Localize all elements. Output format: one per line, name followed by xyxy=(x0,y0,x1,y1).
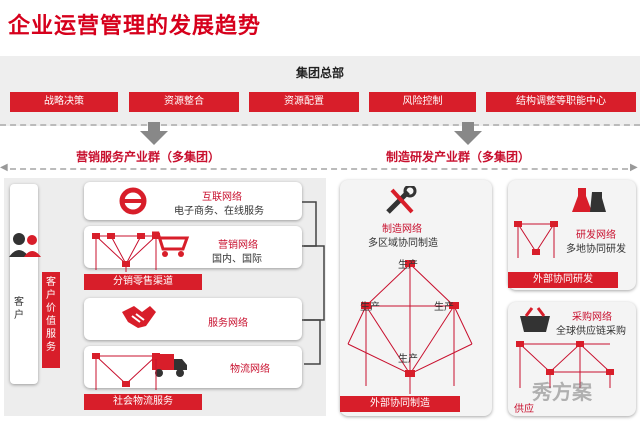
logistics-mesh xyxy=(92,353,160,390)
marketing-group-title: 营销服务产业群（多集团） xyxy=(76,150,221,164)
manufacturing-mesh xyxy=(347,260,473,394)
internet-network-title: 互联网络 xyxy=(202,192,242,203)
rnd-panel xyxy=(508,180,636,290)
procurement-mesh xyxy=(516,341,614,388)
service-network-title: 服务网络 xyxy=(208,318,248,329)
customer-column xyxy=(10,184,38,384)
hq-function-risk-control: 风险控制 xyxy=(369,92,476,112)
procurement-network-sub: 全球供应链采购 xyxy=(556,326,626,337)
logistics-network-card xyxy=(84,346,302,388)
procurement-network-title: 采购网络 xyxy=(572,312,612,323)
marketing-connectors xyxy=(302,201,325,365)
manufacturing-group-title: 制造研发产业群（多集团） xyxy=(386,150,531,164)
watermark: 秀方案 xyxy=(532,380,592,404)
hq-function-strategy: 战略决策 xyxy=(10,92,118,112)
down-arrow-icon xyxy=(454,131,482,145)
internet-network-sub: 电子商务、在线服务 xyxy=(174,206,264,217)
distribution-mesh xyxy=(92,233,160,272)
manufacturing-panel xyxy=(340,180,492,416)
customer-value-service: 客户价值服务 xyxy=(42,272,60,368)
distribution-channel-label: 分销零售渠道 xyxy=(84,274,202,290)
sales-network-sub: 国内、国际 xyxy=(212,254,262,265)
supplier-label: 供应 xyxy=(514,404,534,415)
production-node-bottom: 生产 xyxy=(398,354,418,365)
production-node-right: 生产 xyxy=(434,302,454,313)
external-manufacturing-label: 外部协同制造 xyxy=(340,396,460,412)
sales-network-card xyxy=(84,226,302,268)
logistics-network-title: 物流网络 xyxy=(230,364,270,375)
arrow-stem-left xyxy=(148,122,160,132)
sales-network-title: 营销网络 xyxy=(218,240,258,251)
rnd-network-title: 研发网络 xyxy=(576,230,616,241)
page-title: 企业运营管理的发展趋势 xyxy=(8,14,262,39)
hq-function-structure-adjust: 结构调整等职能中心 xyxy=(486,92,636,112)
production-node-left: 生产 xyxy=(360,302,380,313)
flask-icon xyxy=(572,186,608,220)
left-arrow-icon: ◀ xyxy=(0,162,8,173)
customer-label: 客户 xyxy=(14,297,24,321)
group-divider xyxy=(10,168,628,170)
rnd-mesh xyxy=(514,221,558,258)
basket-icon xyxy=(518,306,552,338)
production-node-top: 生产 xyxy=(398,260,418,271)
internet-explorer-icon xyxy=(118,186,148,220)
social-logistics-label: 社会物流服务 xyxy=(84,394,202,410)
hq-function-resource-allocation: 资源配置 xyxy=(249,92,359,112)
service-network-card xyxy=(84,298,302,340)
headquarters-band xyxy=(0,56,640,126)
headquarters-label: 集团总部 xyxy=(295,66,344,80)
external-rnd-label: 外部协同研发 xyxy=(508,272,618,288)
manufacturing-network-title: 制造网络 xyxy=(382,224,422,235)
arrow-stem-right xyxy=(462,122,474,132)
wrench-screwdriver-icon xyxy=(384,184,418,220)
right-arrow-icon: ▶ xyxy=(630,162,638,173)
manufacturing-network-sub: 多区域协同制造 xyxy=(368,238,438,249)
handshake-icon xyxy=(120,302,158,336)
hq-divider xyxy=(0,124,640,126)
customer-icon xyxy=(8,232,42,262)
down-arrow-icon xyxy=(140,131,168,145)
hq-function-resource-integration: 资源整合 xyxy=(129,92,239,112)
rnd-network-sub: 多地协同研发 xyxy=(566,244,626,255)
